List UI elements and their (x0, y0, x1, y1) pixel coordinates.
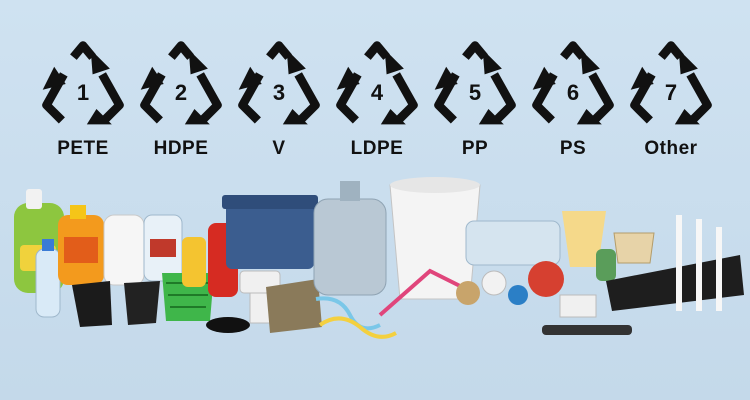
code-number: 7 (664, 80, 678, 105)
recycling-codes-row: 1 PETE 2 HDPE (0, 36, 750, 176)
recycle-triangle-icon (434, 41, 516, 125)
water-bottle-small (35, 239, 61, 318)
recycle-triangle-icon (336, 41, 418, 125)
code-3: 3 V (229, 36, 329, 160)
clear-container (465, 220, 561, 266)
code-7: 7 Other (621, 36, 721, 160)
code-5: 5 PP (425, 36, 525, 160)
recycle-triangle-icon (532, 41, 614, 125)
black-lid (206, 317, 250, 333)
code-number: 3 (272, 80, 286, 105)
plastic-cutlery (676, 215, 722, 311)
plastic-fork-comb (542, 294, 632, 335)
code-label: V (272, 138, 286, 159)
deli-cup (613, 232, 655, 264)
recycle-triangle-icon (630, 41, 712, 125)
code-label: Other (644, 138, 698, 159)
code-1: 1 PETE (33, 36, 133, 160)
code-label: PP (461, 138, 489, 159)
recycle-triangle-icon (140, 41, 222, 125)
bottle-caps (456, 261, 564, 305)
code-number: 5 (468, 80, 482, 105)
recycle-triangle-icon (42, 41, 124, 125)
tile (266, 279, 322, 333)
blue-bin (222, 195, 318, 269)
orange-jug (58, 205, 104, 285)
code-4: 4 LDPE (327, 36, 427, 160)
code-label: PETE (57, 138, 109, 159)
clothes-hanger (378, 268, 471, 317)
black-tray (606, 255, 744, 311)
milk-jug (103, 214, 145, 286)
code-2: 2 HDPE (131, 36, 231, 160)
code-number: 1 (76, 80, 90, 105)
recycle-triangle-icon (238, 41, 320, 125)
code-number: 2 (174, 80, 188, 105)
code-label: PS (559, 138, 587, 159)
code-label: LDPE (350, 138, 404, 159)
code-number: 6 (566, 80, 580, 105)
water-cooler-jug (313, 181, 387, 296)
flower-pot-black (72, 281, 160, 327)
plastic-items-photo (0, 175, 750, 400)
small-bottle (596, 249, 616, 281)
code-6: 6 PS (523, 36, 623, 160)
code-label: HDPE (153, 138, 209, 159)
code-number: 4 (370, 80, 384, 105)
colored-straws (315, 296, 397, 339)
water-jug (143, 214, 183, 282)
foam-cup (562, 211, 606, 267)
